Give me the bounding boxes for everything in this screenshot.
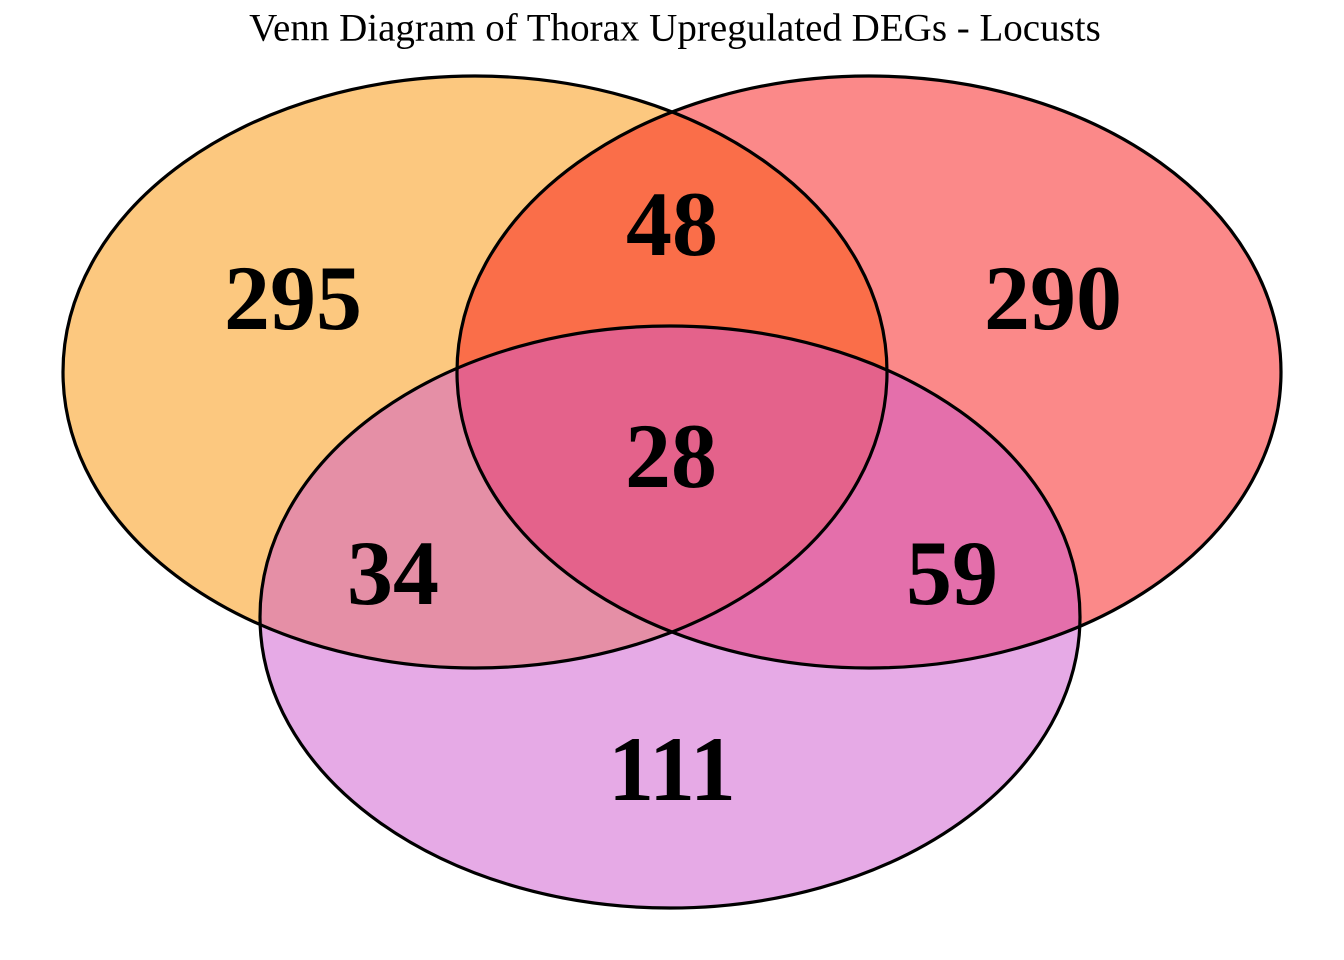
set-top-right-ellipse-outline (455, 74, 1283, 670)
count-bottom-only: 111 (608, 718, 736, 820)
count-left-bottom-overlap: 34 (347, 522, 439, 624)
count-left-only: 295 (224, 247, 362, 349)
count-triple-overlap: 28 (625, 405, 717, 507)
count-right-only: 290 (984, 247, 1122, 349)
set-top-left-ellipse-outline (61, 74, 889, 670)
count-right-bottom-overlap: 59 (906, 522, 998, 624)
set-bottom-ellipse-fill (260, 326, 1080, 908)
venn-fills (63, 76, 1281, 908)
set-bottom-ellipse-outline (258, 324, 1082, 910)
figure-title: Venn Diagram of Thorax Upregulated DEGs … (249, 7, 1101, 50)
venn-outlines (61, 74, 1283, 910)
count-left-right-overlap: 48 (626, 173, 718, 275)
